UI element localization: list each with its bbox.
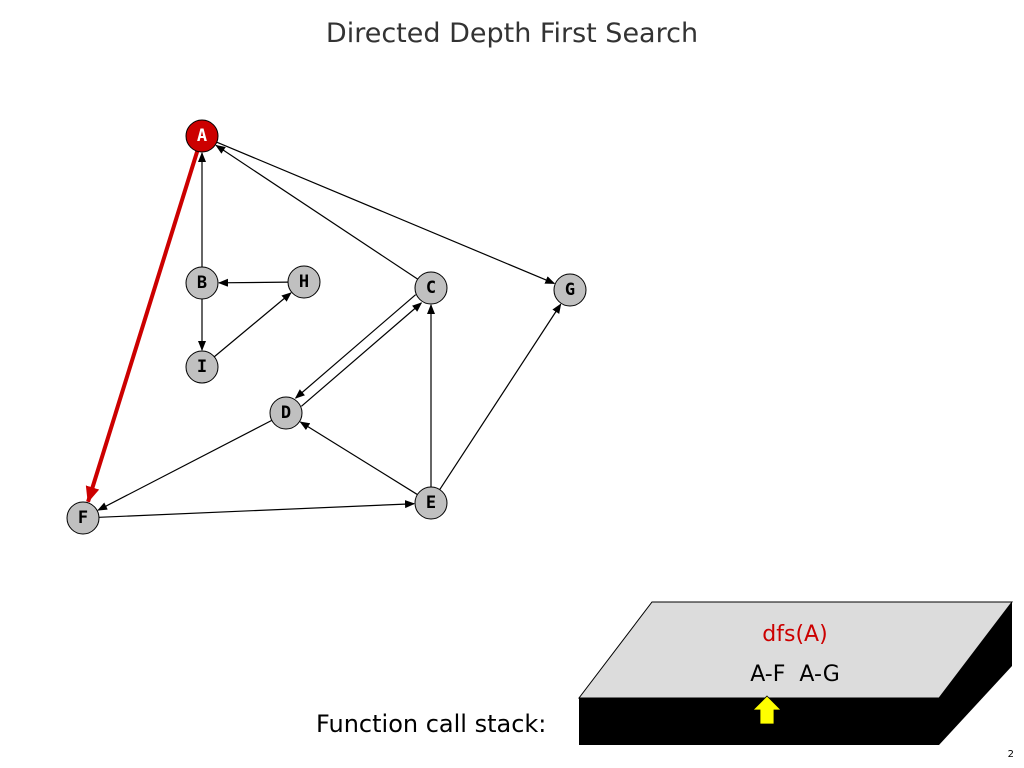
node-label: F — [78, 508, 88, 528]
edge-d-f — [97, 419, 273, 511]
node-circle — [414, 486, 448, 520]
node-label: B — [197, 273, 207, 293]
node-circle — [185, 119, 219, 153]
node-h: H — [287, 265, 321, 299]
call-stack: dfs(A) A-F A-G — [577, 601, 1014, 745]
node-circle — [185, 350, 219, 384]
node-label: E — [426, 493, 436, 513]
node-g: G — [553, 273, 587, 307]
edge-h-b — [217, 278, 289, 287]
node-circle — [414, 271, 448, 305]
stack-frame-name: dfs(A) — [762, 622, 827, 647]
node-circle — [553, 273, 587, 307]
node-f: F — [66, 501, 100, 535]
node-circle — [287, 265, 321, 299]
node-label: C — [426, 278, 436, 298]
node-label: A — [197, 126, 207, 146]
edge-c-d — [294, 294, 417, 399]
yellow-up-arrow-icon — [752, 695, 782, 725]
node-d: D — [269, 396, 303, 430]
edge-e-g — [439, 303, 562, 490]
edge-c-a — [215, 144, 419, 280]
node-label: D — [281, 403, 291, 423]
edge-a-f — [85, 150, 200, 503]
slide-title: Directed Depth First Search — [325, 18, 699, 49]
node-e: E — [414, 486, 448, 520]
edge-d-c — [300, 302, 423, 407]
node-label: I — [197, 357, 207, 377]
node-b: B — [185, 266, 219, 300]
node-i: I — [185, 350, 219, 384]
node-a: A — [185, 119, 219, 153]
node-label: G — [565, 280, 575, 300]
call-stack-label: Function call stack: — [316, 710, 547, 738]
edge-f-e — [98, 500, 416, 518]
node-circle — [185, 266, 219, 300]
node-circle — [269, 396, 303, 430]
node-circle — [66, 501, 100, 535]
node-label: H — [299, 272, 309, 292]
nodes-layer: A B H C G I D F E — [66, 119, 587, 535]
edges-layer — [85, 141, 562, 518]
stack-pending-edges: A-F A-G — [750, 662, 840, 687]
page-number: 2 — [1007, 749, 1014, 760]
edge-i-h — [213, 292, 292, 358]
edge-a-g — [216, 141, 556, 284]
stack-side-face — [939, 602, 1012, 745]
node-c: C — [414, 271, 448, 305]
edge-e-d — [299, 421, 418, 496]
